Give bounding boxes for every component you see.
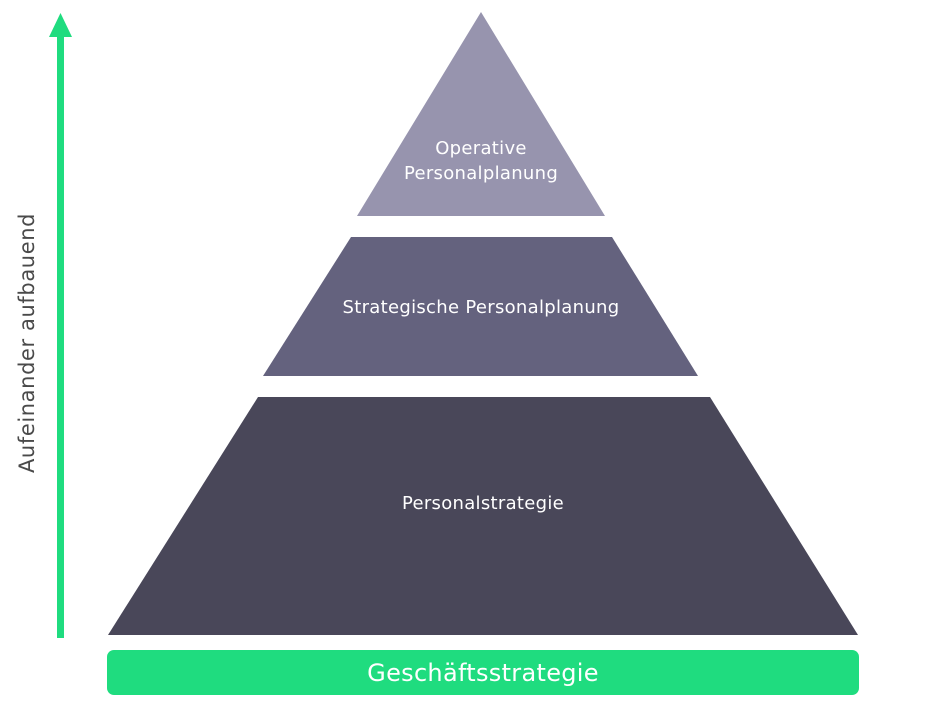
base-bar (107, 650, 859, 695)
pyramid-level-top (357, 12, 605, 216)
axis-label: Aufeinander aufbauend (15, 213, 39, 473)
level-top-label-line2: Personalplanung (404, 163, 558, 184)
arrow-shaft (57, 32, 64, 638)
level-bottom-label: Personalstrategie (402, 493, 564, 514)
level-middle-label: Strategische Personalplanung (343, 297, 620, 318)
up-arrow-icon (49, 13, 72, 638)
pyramid-level-bottom (108, 397, 858, 635)
base-label: Geschäftsstrategie (367, 659, 599, 687)
level-top-label-line1: Operative (435, 138, 527, 159)
arrow-head (49, 13, 72, 37)
pyramid-level-middle (263, 237, 698, 376)
